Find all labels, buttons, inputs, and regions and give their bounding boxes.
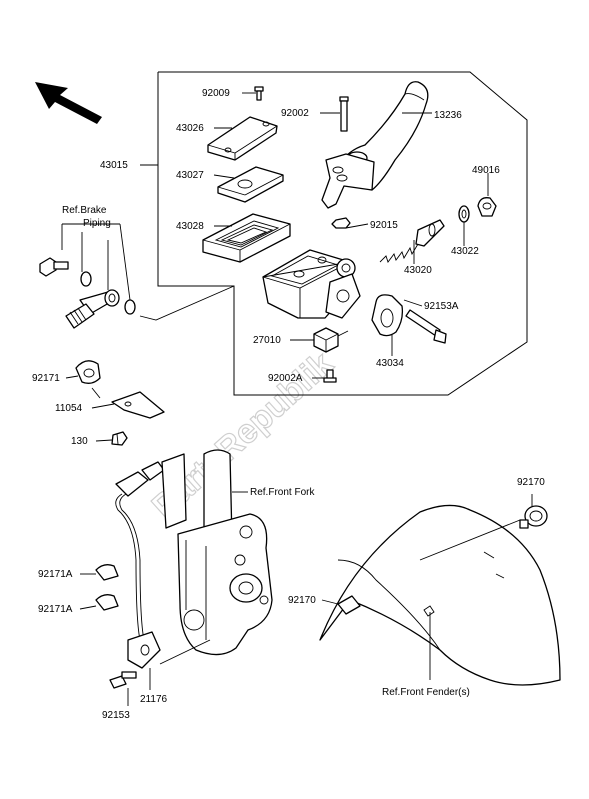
label-92015: 92015	[370, 220, 398, 231]
clamp-43034	[371, 294, 404, 337]
label-13236: 13236	[434, 110, 462, 121]
label-92171A-upper: 92171A	[38, 569, 73, 580]
label-92009: 92009	[202, 88, 230, 99]
banjo-bolt	[39, 257, 69, 277]
diaphragm-plate-43027	[217, 166, 284, 203]
label-43020: 43020	[404, 265, 432, 276]
front-fork	[161, 449, 273, 656]
label-92153A: 92153A	[424, 301, 459, 312]
boot-49016	[477, 197, 497, 217]
label-92171A-lower: 92171A	[38, 604, 73, 615]
assembly-frame	[157, 71, 528, 396]
ref-front-fork: Ref.Front Fork	[250, 487, 315, 498]
screw-92002A	[323, 369, 337, 383]
master-cylinder-body	[262, 249, 361, 319]
label-27010: 27010	[253, 335, 281, 346]
label-21176: 21176	[140, 694, 168, 705]
label-92170-side: 92170	[288, 595, 316, 606]
diaphragm-43028	[202, 213, 291, 263]
pivot-bolt-92002	[339, 96, 349, 132]
front-fender	[319, 504, 561, 686]
label-92153: 92153	[102, 710, 130, 721]
label-43022: 43022	[451, 246, 479, 257]
label-43028: 43028	[176, 221, 204, 232]
nut-92015	[331, 217, 351, 229]
grommet-92170	[519, 505, 548, 529]
bolt-130	[111, 431, 128, 446]
wire-clamp-92171A-upper	[95, 564, 119, 581]
brake-switch-27010	[313, 327, 349, 353]
bolt-92153A	[405, 309, 447, 344]
label-43015: 43015	[100, 160, 128, 171]
label-43034: 43034	[376, 358, 404, 369]
label-92002A: 92002A	[268, 373, 303, 384]
piston-spring-43020	[379, 219, 445, 263]
wire-clamp-92171A-lower	[95, 594, 119, 611]
ref-brake-piping-line2: Piping	[83, 218, 111, 229]
reservoir-cap-43026	[207, 116, 278, 161]
front-direction-arrow-icon	[35, 82, 102, 124]
label-130: 130	[71, 436, 88, 447]
label-92170-top: 92170	[517, 477, 545, 488]
label-11054: 11054	[55, 403, 83, 414]
bolt-92153	[109, 671, 137, 689]
label-92171: 92171	[32, 373, 60, 384]
label-43026: 43026	[176, 123, 204, 134]
sensor-21176	[127, 631, 161, 669]
washer-1	[80, 271, 92, 287]
ref-brake-piping-line1: Ref.Brake	[62, 205, 107, 216]
label-49016: 49016	[472, 165, 500, 176]
screw-92009	[254, 86, 264, 101]
sensor-wire	[115, 461, 165, 641]
label-43027: 43027	[176, 170, 204, 181]
bracket-11054	[111, 391, 165, 419]
brake-hose-fitting	[65, 289, 120, 329]
wire-clamp-92171	[75, 360, 101, 384]
label-92002: 92002	[281, 108, 309, 119]
washer-2	[124, 299, 136, 315]
lever-pivot-bracket	[321, 153, 375, 209]
ref-front-fender: Ref.Front Fender(s)	[382, 687, 470, 698]
dust-seal-43022	[458, 205, 470, 223]
